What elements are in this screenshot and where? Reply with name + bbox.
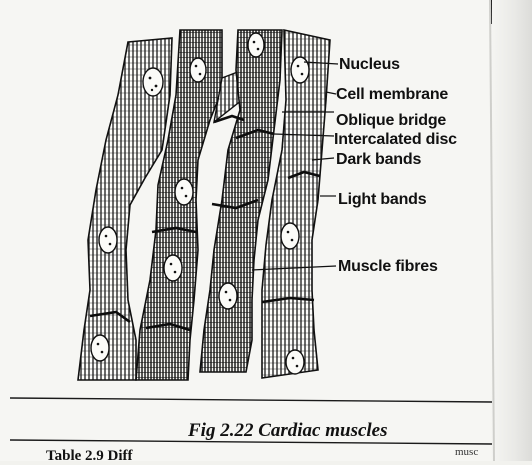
cropped-text-snippet: musc xyxy=(455,446,478,458)
label-intercalated-disc: Intercalated disc xyxy=(334,131,457,149)
figure-bottom-rule xyxy=(10,398,492,402)
page-fold-line xyxy=(490,0,494,461)
label-nucleus: Nucleus xyxy=(339,56,400,74)
table-title: Table 2.9 Diff xyxy=(46,448,133,465)
label-dark-bands: Dark bands xyxy=(336,151,421,169)
label-cell-membrane: Cell membrane xyxy=(336,86,448,104)
label-muscle-fibres: Muscle fibres xyxy=(338,258,438,276)
figure-caption: Fig 2.22 Cardiac muscles xyxy=(188,420,388,442)
label-light-bands: Light bands xyxy=(338,191,426,209)
label-oblique-bridge: Oblique bridge xyxy=(336,112,446,130)
